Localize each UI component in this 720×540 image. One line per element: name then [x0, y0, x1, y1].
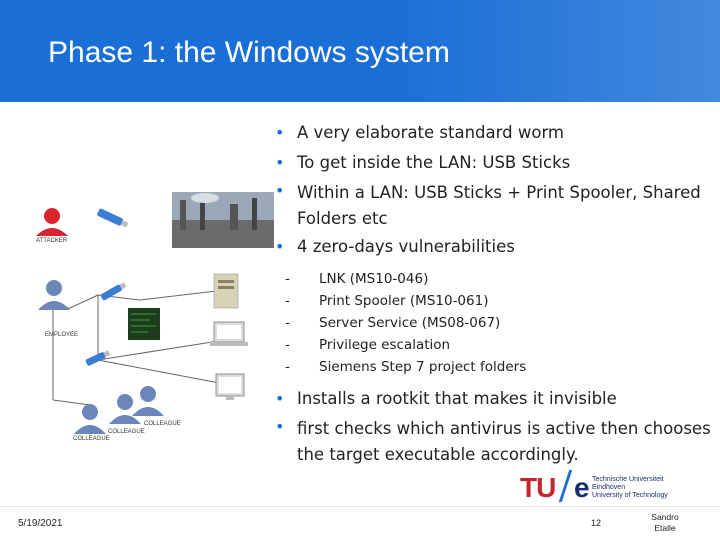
sub-bullet-item: - LNK (MS10-046) — [285, 268, 715, 290]
employee-label: EMPLOYEE — [45, 332, 79, 338]
server-tower-icon — [213, 273, 239, 309]
link-line — [97, 339, 226, 361]
attacker-person-icon — [36, 208, 68, 236]
colleague-label: COLLEAGUE — [73, 436, 110, 442]
bullet-item: • A very elaborate standard worm — [275, 118, 715, 148]
bullet-item: • first checks which antivirus is active … — [275, 414, 715, 468]
sub-bullet-item: - Siemens Step 7 project folders — [285, 356, 715, 378]
usb-stick-icon — [85, 350, 111, 366]
sub-bullet-text: Server Service (MS08-067) — [319, 315, 501, 331]
colleague-label: COLLEAGUE — [144, 421, 181, 427]
sub-bullet-glyph: - — [285, 337, 290, 353]
bullet-glyph: • — [275, 237, 285, 256]
logo-line: Eindhoven — [592, 484, 626, 491]
bullet-glyph: • — [275, 153, 285, 172]
bullet-item: • To get inside the LAN: USB Sticks — [275, 148, 715, 178]
attacker-label: ATTACKER — [36, 238, 68, 244]
sub-bullet-item: - Print Spooler (MS10-061) — [285, 290, 715, 312]
slide-title: Phase 1: the Windows system — [48, 36, 450, 69]
footer-date: 5/19/2021 — [18, 518, 63, 529]
bullet-list: • A very elaborate standard worm • To get … — [275, 118, 715, 468]
employee-person-icon — [38, 280, 70, 310]
sub-bullet-glyph: - — [285, 315, 290, 331]
colleague-label: COLLEAGUE — [108, 429, 145, 435]
bullet-glyph: • — [275, 181, 285, 200]
colleague-person-icon — [109, 394, 141, 424]
footer-divider — [0, 506, 720, 507]
sub-bullet-glyph: - — [285, 293, 290, 309]
sub-bullet-item: - Privilege escalation — [285, 334, 715, 356]
bullet-glyph: • — [275, 123, 285, 142]
code-screen-icon — [128, 308, 160, 340]
logo-line: Technische Universiteit — [592, 476, 664, 483]
link-line — [97, 359, 231, 386]
laptop-icon — [210, 321, 248, 346]
network-diagram — [36, 192, 274, 434]
bullet-glyph: • — [275, 389, 285, 408]
logo-slash — [558, 470, 573, 502]
monitor-icon — [215, 373, 245, 400]
author-first: Sandro — [651, 512, 679, 522]
sub-bullet-item: - Server Service (MS08-067) — [285, 312, 715, 334]
link-line — [69, 294, 99, 309]
sub-bullet-text: Siemens Step 7 project folders — [319, 359, 527, 375]
bullet-item: • 4 zero-days vulnerabilities — [275, 232, 715, 262]
link-line — [139, 289, 226, 301]
page-number: 12 — [591, 518, 602, 528]
bullet-text: Within a LAN: USB Sticks + Print Spooler… — [297, 183, 701, 228]
bullet-text: 4 zero-days vulnerabilities — [297, 237, 515, 256]
link-line — [52, 399, 91, 406]
usb-stick-icon — [100, 282, 127, 301]
bullet-text: first checks which antivirus is active t… — [297, 419, 711, 464]
logo-text: Technische Universiteit Eindhoven Univer… — [592, 476, 668, 500]
connection-lines — [52, 289, 231, 406]
bullet-text: To get inside the LAN: USB Sticks — [297, 153, 571, 172]
sub-bullet-glyph: - — [285, 359, 290, 375]
bullet-text: A very elaborate standard worm — [297, 123, 565, 142]
sub-bullet-text: Privilege escalation — [319, 337, 451, 353]
bullet-text: Installs a rootkit that makes it invisib… — [297, 389, 617, 408]
bullet-glyph: • — [275, 417, 285, 436]
tue-logo: TU e Technische Universiteit Eindhoven U… — [520, 470, 715, 503]
bullet-item: • Installs a rootkit that makes it invisi… — [275, 384, 715, 414]
footer-author: Sandro Etalle — [650, 512, 680, 534]
factory-photo — [172, 192, 274, 248]
sub-bullet-glyph: - — [285, 271, 290, 287]
bullet-item: • Within a LAN: USB Sticks + Print Spoole… — [275, 178, 715, 232]
colleague-person-icon — [132, 386, 164, 416]
logo-tu: TU — [520, 472, 556, 503]
author-last: Etalle — [654, 523, 676, 533]
colleague-person-icon — [74, 404, 106, 434]
sub-bullet-text: Print Spooler (MS10-061) — [319, 293, 489, 309]
logo-e: e — [574, 472, 590, 503]
sub-bullet-list: - LNK (MS10-046) - Print Spooler (MS10-061… — [285, 268, 715, 378]
sub-bullet-text: LNK (MS10-046) — [319, 271, 429, 287]
title-bar-gradient — [0, 0, 720, 102]
usb-stick-icon — [97, 208, 129, 228]
logo-line: University of Technology — [592, 492, 668, 499]
title-bar: Phase 1: the Windows system — [0, 0, 720, 102]
